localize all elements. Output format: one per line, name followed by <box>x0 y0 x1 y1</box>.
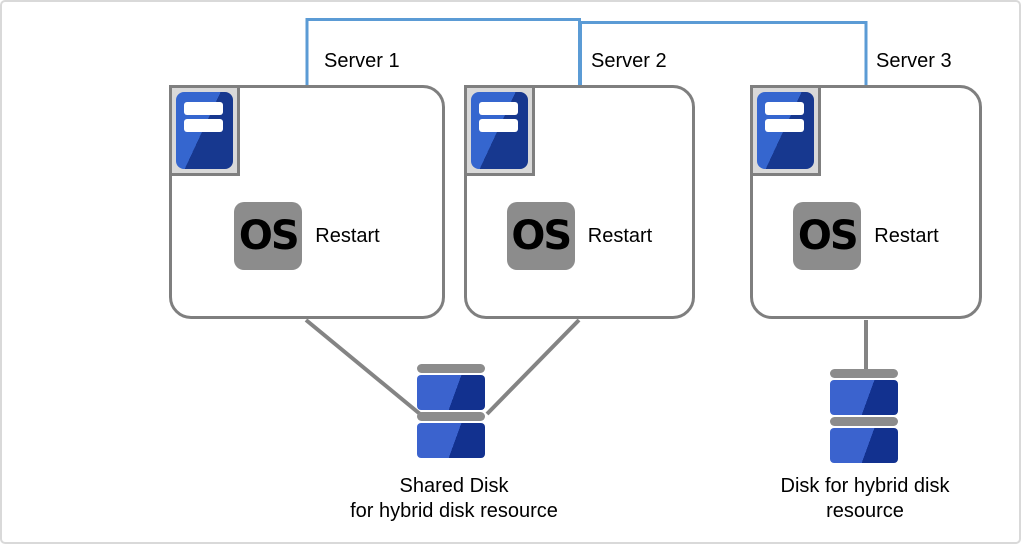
server-icon-body <box>471 92 528 169</box>
server-icon-body <box>757 92 814 169</box>
restart-label: Restart <box>315 224 380 247</box>
link-server1-shared-disk <box>304 318 422 416</box>
server-3-box: OS Restart <box>750 85 982 319</box>
os-icon: OS <box>793 202 862 270</box>
restart-label: Restart <box>587 224 653 247</box>
server-1-box: OS Restart <box>169 85 445 319</box>
hybrid-disk-label: Disk for hybrid disk resource <box>695 474 1019 524</box>
disk-platter-bar <box>830 369 898 378</box>
server-icon-slot <box>479 119 518 132</box>
server-2-os-row: OS Restart <box>467 202 692 270</box>
disk-platter-bar <box>830 417 898 426</box>
shared-disk-label-line1: Shared Disk <box>399 475 509 497</box>
disk-platter-bar <box>417 364 485 373</box>
network-link-server2-server3 <box>579 21 868 86</box>
server-2-label: Server 2 <box>591 50 667 72</box>
server-1-label: Server 1 <box>324 50 400 72</box>
hybrid-disk-label-line2: resource <box>826 500 904 522</box>
server-1-os-row: OS Restart <box>172 202 442 270</box>
server-icon <box>464 85 535 176</box>
os-icon: OS <box>506 202 575 270</box>
restart-label: Restart <box>874 224 939 247</box>
server-2-box: OS Restart <box>464 85 695 319</box>
server-3-label: Server 3 <box>876 50 952 72</box>
hybrid-disk-icon <box>830 369 898 463</box>
shared-disk-label: Shared Disk for hybrid disk resource <box>284 474 624 524</box>
shared-disk-label-line2: for hybrid disk resource <box>350 500 558 522</box>
disk-unit <box>830 428 898 463</box>
server-icon <box>169 85 240 176</box>
server-icon-slot <box>184 119 223 132</box>
server-icon-slot <box>479 102 518 115</box>
server-3-os-row: OS Restart <box>753 202 979 270</box>
link-server2-shared-disk <box>485 318 581 416</box>
disk-unit <box>417 375 485 410</box>
disk-unit <box>830 380 898 415</box>
disk-platter-bar <box>417 412 485 421</box>
server-icon-slot <box>765 119 804 132</box>
server-icon-slot <box>184 102 223 115</box>
server-icon-slot <box>765 102 804 115</box>
shared-disk-icon <box>417 364 485 458</box>
disk-unit <box>417 423 485 458</box>
os-icon: OS <box>234 202 303 270</box>
hybrid-disk-label-line1: Disk for hybrid disk <box>780 475 950 497</box>
server-icon-body <box>176 92 233 169</box>
server-icon <box>750 85 821 176</box>
